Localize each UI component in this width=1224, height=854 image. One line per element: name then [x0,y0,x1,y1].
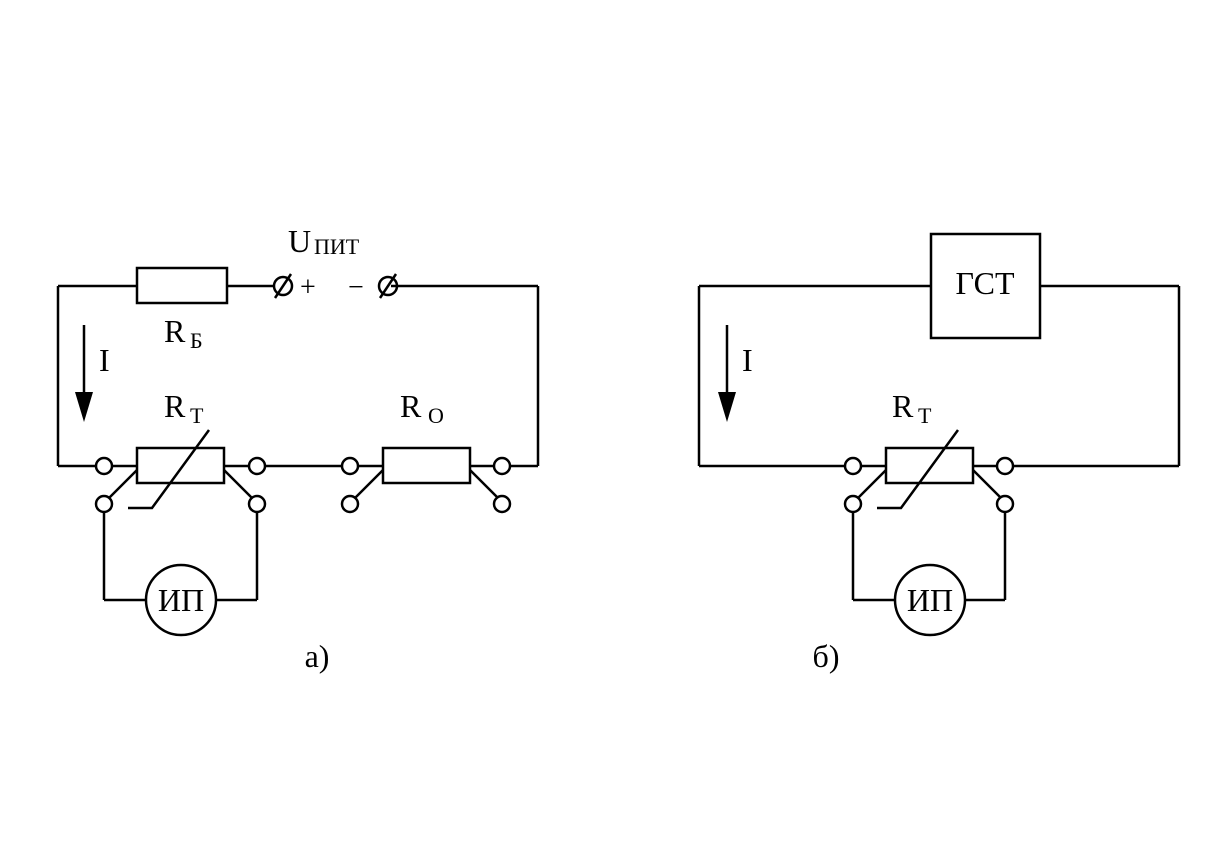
thermistor-b-slash [877,429,960,510]
circuit-a-terminals [94,456,512,514]
ballast-resistor [135,266,229,305]
circuit-b-terminals [843,456,1015,514]
thermistor-a-subscript: Т [190,403,204,428]
meter-a [144,563,218,637]
supply-voltage-label: U [288,223,311,259]
current-arrow-a [75,325,93,422]
supply-plus-terminal [272,273,294,299]
meter-b [893,563,967,637]
thermistor-b [884,446,975,485]
reference-resistor-label: R [400,388,422,424]
circuit-b-wires [697,284,1181,602]
thermistor-b-label: R [892,388,914,424]
thermistor-b-subscript: Т [918,403,932,428]
ballast-resistor-label: R [164,313,186,349]
reference-resistor-subscript: О [428,403,444,428]
reference-resistor [381,446,472,485]
thermistor-a-label: R [164,388,186,424]
current-generator-label: ГСТ [956,265,1015,301]
current-arrow-b [718,325,736,422]
caption-b: б) [813,638,840,674]
supply-voltage-subscript: ПИТ [314,234,360,259]
supply-minus-terminal [377,273,399,299]
current-label-b: I [742,342,753,378]
thermistor-a-slash [128,429,211,510]
ballast-resistor-subscript: Б [190,328,203,353]
circuit-a: + − U ПИТ R Б I R Т R О [56,223,540,674]
circuit-a-wires [56,284,540,602]
current-label-a: I [99,342,110,378]
minus-sign: − [348,272,364,303]
plus-sign: + [300,272,316,303]
meter-b-label: ИП [907,582,953,618]
circuit-b: ГСТ I R Т ИП б) [697,232,1181,674]
caption-a: а) [305,638,330,674]
thermistor-a [135,446,226,485]
current-generator-block [929,232,1042,340]
meter-a-label: ИП [158,582,204,618]
